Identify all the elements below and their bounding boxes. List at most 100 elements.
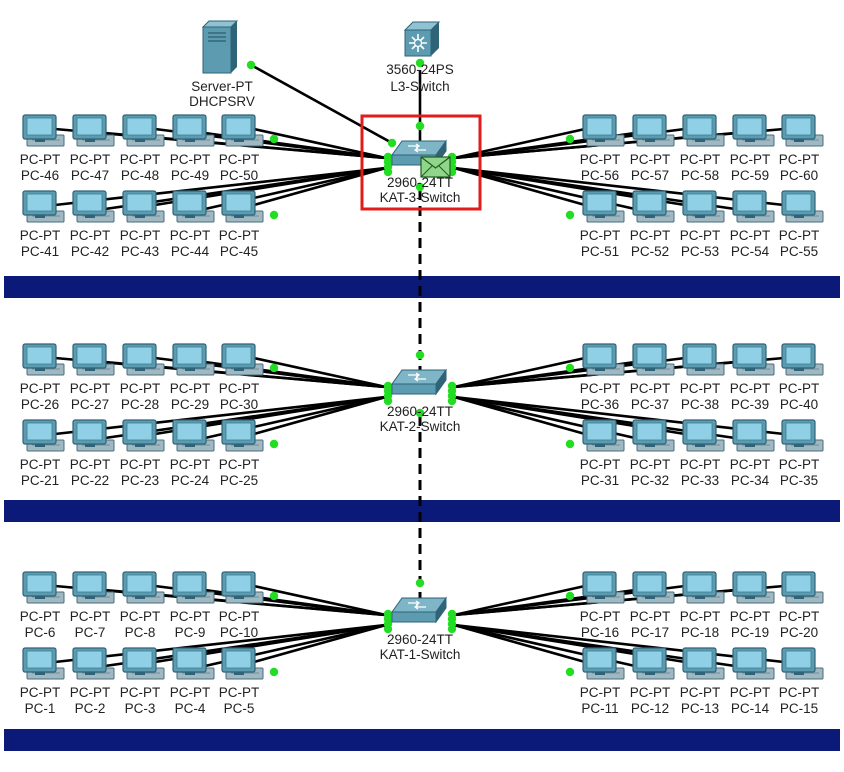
- pc-type-label: PC-PT: [70, 685, 111, 700]
- pc-icon[interactable]: [122, 190, 165, 223]
- pc-name-label: PC-25: [220, 473, 258, 488]
- switch-icon[interactable]: [391, 596, 447, 624]
- pc-type-label: PC-PT: [580, 381, 621, 396]
- server-icon[interactable]: [201, 20, 239, 74]
- pc-icon[interactable]: [172, 571, 215, 604]
- pc-name-label: PC-3: [125, 701, 156, 716]
- pc-icon[interactable]: [632, 114, 675, 147]
- pc-icon[interactable]: [632, 343, 675, 376]
- switch-icon[interactable]: [391, 368, 447, 396]
- pc-icon[interactable]: [781, 647, 824, 680]
- pc-icon[interactable]: [781, 190, 824, 223]
- pc-icon[interactable]: [632, 647, 675, 680]
- pc-icon[interactable]: [72, 419, 115, 452]
- pc-type-label: PC-PT: [730, 381, 771, 396]
- ethernet-link: [253, 127, 387, 160]
- pc-icon[interactable]: [221, 343, 264, 376]
- pc-type-label: PC-PT: [20, 685, 61, 700]
- pc-icon[interactable]: [682, 571, 725, 604]
- link-status-dot: [415, 578, 425, 588]
- pc-icon[interactable]: [781, 419, 824, 452]
- pc-icon[interactable]: [22, 343, 65, 376]
- pc-icon[interactable]: [582, 647, 625, 680]
- pc-name-label: PC-45: [220, 244, 258, 259]
- pc-name-label: PC-20: [780, 625, 818, 640]
- pc-icon[interactable]: [732, 647, 775, 680]
- pc-icon[interactable]: [732, 114, 775, 147]
- pc-icon[interactable]: [582, 190, 625, 223]
- pc-type-label: PC-PT: [70, 381, 111, 396]
- pc-name-label: PC-58: [681, 168, 719, 183]
- pc-name-label: PC-12: [631, 701, 669, 716]
- pc-type-label: PC-PT: [170, 609, 211, 624]
- pc-icon[interactable]: [781, 343, 824, 376]
- pc-icon[interactable]: [221, 419, 264, 452]
- pc-icon[interactable]: [172, 343, 215, 376]
- multilayer-switch-icon[interactable]: [403, 21, 441, 57]
- pc-type-label: PC-PT: [70, 228, 111, 243]
- link-status-dot: [565, 667, 575, 677]
- ethernet-link: [453, 623, 785, 664]
- link-status-dot: [269, 134, 279, 144]
- ethernet-link: [453, 356, 586, 389]
- pc-icon[interactable]: [732, 419, 775, 452]
- pc-icon[interactable]: [72, 114, 115, 147]
- pc-icon[interactable]: [72, 571, 115, 604]
- pc-icon[interactable]: [632, 571, 675, 604]
- pc-name-label: PC-37: [631, 397, 669, 412]
- pc-icon[interactable]: [122, 419, 165, 452]
- floor-bar: [4, 729, 840, 751]
- pc-icon[interactable]: [22, 571, 65, 604]
- link-status-dot: [383, 167, 393, 177]
- floor-bar: [4, 276, 840, 298]
- ethernet-link: [453, 127, 586, 160]
- pc-icon[interactable]: [582, 419, 625, 452]
- pc-icon[interactable]: [22, 114, 65, 147]
- pc-icon[interactable]: [221, 114, 264, 147]
- pc-name-label: PC-60: [780, 168, 818, 183]
- pc-icon[interactable]: [221, 647, 264, 680]
- pc-icon[interactable]: [682, 343, 725, 376]
- pc-icon[interactable]: [172, 190, 215, 223]
- pc-icon[interactable]: [732, 343, 775, 376]
- pc-type-label: PC-PT: [20, 152, 61, 167]
- pc-name-label: PC-15: [780, 701, 818, 716]
- pc-icon[interactable]: [632, 190, 675, 223]
- envelope-icon[interactable]: [420, 156, 451, 178]
- pc-icon[interactable]: [682, 114, 725, 147]
- pc-icon[interactable]: [682, 647, 725, 680]
- pc-icon[interactable]: [72, 343, 115, 376]
- server-type-label: Server-PT: [191, 79, 253, 94]
- ethernet-link: [253, 623, 387, 664]
- pc-icon[interactable]: [72, 647, 115, 680]
- pc-icon[interactable]: [682, 419, 725, 452]
- pc-icon[interactable]: [221, 571, 264, 604]
- pc-icon[interactable]: [732, 571, 775, 604]
- pc-icon[interactable]: [582, 571, 625, 604]
- pc-icon[interactable]: [172, 647, 215, 680]
- pc-icon[interactable]: [781, 571, 824, 604]
- pc-icon[interactable]: [582, 114, 625, 147]
- pc-icon[interactable]: [781, 114, 824, 147]
- pc-name-label: PC-49: [171, 168, 209, 183]
- pc-icon[interactable]: [122, 571, 165, 604]
- pc-icon[interactable]: [172, 114, 215, 147]
- pc-icon[interactable]: [122, 114, 165, 147]
- pc-icon[interactable]: [582, 343, 625, 376]
- pc-icon[interactable]: [732, 190, 775, 223]
- pc-type-label: PC-PT: [730, 228, 771, 243]
- pc-icon[interactable]: [122, 343, 165, 376]
- pc-name-label: PC-19: [731, 625, 769, 640]
- pc-icon[interactable]: [221, 190, 264, 223]
- pc-icon[interactable]: [22, 419, 65, 452]
- pc-icon[interactable]: [22, 647, 65, 680]
- pc-icon[interactable]: [632, 419, 675, 452]
- pc-icon[interactable]: [72, 190, 115, 223]
- pc-icon[interactable]: [22, 190, 65, 223]
- link-status-dot: [415, 350, 425, 360]
- pc-type-label: PC-PT: [730, 685, 771, 700]
- pc-icon[interactable]: [122, 647, 165, 680]
- pc-icon[interactable]: [172, 419, 215, 452]
- pc-icon[interactable]: [682, 190, 725, 223]
